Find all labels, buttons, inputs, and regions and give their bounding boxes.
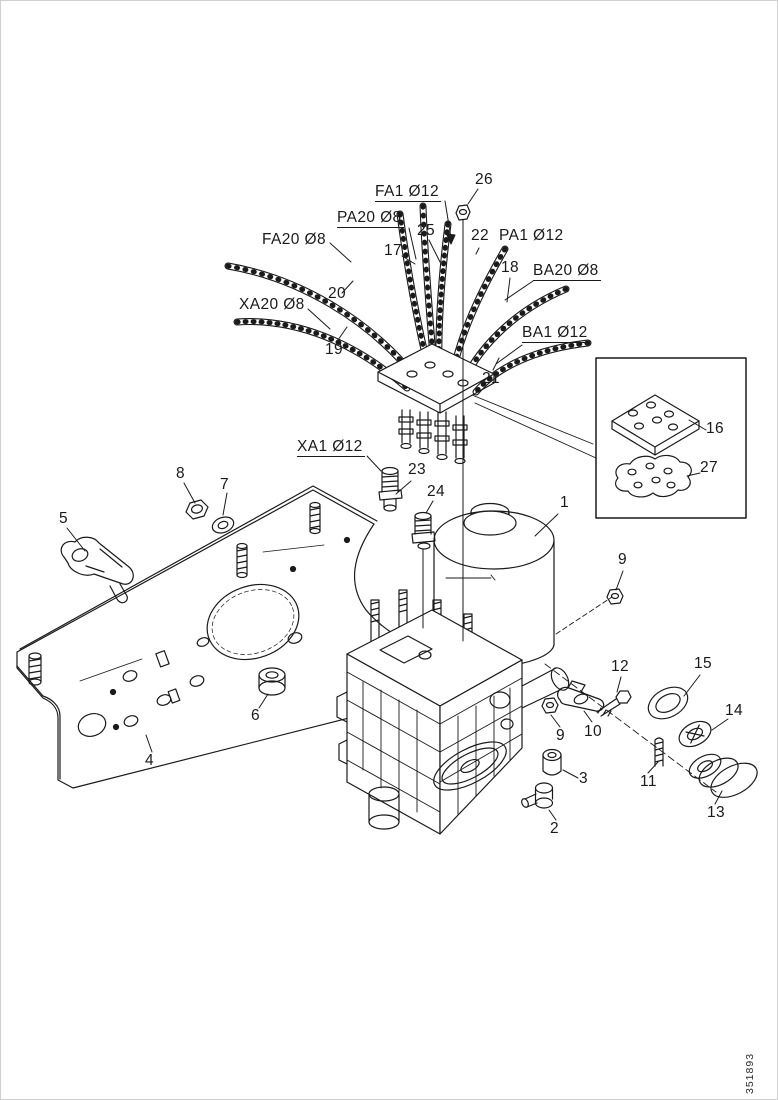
grommet-part-6 [259, 668, 285, 695]
part-number-16: 16 [706, 420, 725, 437]
manifold-fittings [399, 410, 467, 464]
bracket-stud [29, 503, 320, 686]
part-number-17: 17 [384, 242, 403, 259]
nut-9-upper [607, 589, 623, 604]
part-number-24: 24 [427, 483, 446, 500]
silencer-parts [520, 589, 762, 810]
part-number-11: 11 [640, 773, 657, 790]
clamp-part-5 [61, 537, 133, 602]
port-label-pa20: PA20 Ø8 [337, 209, 404, 228]
part-number-20: 20 [328, 285, 347, 302]
part-number-14: 14 [725, 702, 744, 719]
part-number-9-lower: 9 [556, 727, 566, 744]
manifold-plate [378, 344, 494, 413]
port-label-fa1: FA1 Ø12 [375, 183, 441, 202]
part-number-7: 7 [220, 476, 230, 493]
fitting-24 [412, 513, 435, 550]
part-number-21: 21 [482, 370, 501, 387]
nut-9-lower [542, 698, 558, 713]
part-number-19: 19 [325, 341, 344, 358]
hose-ba1 [476, 343, 588, 392]
flange-10 [558, 681, 604, 711]
elbow-2 [520, 783, 552, 808]
bolt-12 [597, 691, 631, 716]
purge-flange [427, 732, 514, 800]
part-number-22: 22 [471, 227, 490, 244]
port-label-xa1: XA1 Ø12 [297, 438, 365, 457]
part-number-12: 12 [611, 658, 630, 675]
part-number-15: 15 [694, 655, 713, 672]
valve-body [337, 590, 572, 834]
port-label-pa1: PA1 Ø12 [499, 227, 564, 244]
nut-part-8 [186, 500, 208, 519]
nut-26 [456, 205, 470, 220]
part-number-2: 2 [550, 820, 560, 837]
boot-13 [685, 737, 762, 810]
part-number-6: 6 [251, 707, 261, 724]
sheet-number: 351893 [744, 1052, 756, 1094]
part-number-3: 3 [579, 770, 589, 787]
plug-3 [543, 750, 561, 776]
port-label-ba1: BA1 Ø12 [522, 324, 590, 343]
port-label-fa20: FA20 Ø8 [262, 231, 326, 248]
air-dryer-cartridge [434, 504, 554, 667]
hose-fa20 [228, 266, 416, 378]
port-label-ba20: BA20 Ø8 [533, 262, 601, 281]
part-number-9-upper: 9 [618, 551, 628, 568]
part-number-23: 23 [408, 461, 427, 478]
part-number-27: 27 [700, 459, 719, 476]
part-number-18: 18 [501, 259, 520, 276]
hose-fa1 [439, 224, 448, 368]
seat-14 [675, 716, 715, 751]
part-number-1: 1 [560, 494, 570, 511]
part-number-8: 8 [176, 465, 186, 482]
washer-part-7 [210, 514, 236, 536]
cup-15 [643, 681, 693, 725]
gasket-27 [616, 455, 692, 496]
part-number-5: 5 [59, 510, 69, 527]
part-number-4: 4 [145, 752, 155, 769]
stud-11 [655, 738, 663, 766]
leader-lines [67, 189, 728, 820]
inset-box [472, 358, 746, 518]
port-label-xa20: XA20 Ø8 [239, 296, 305, 313]
part-number-13: 13 [707, 804, 726, 821]
part-number-25: 25 [417, 222, 436, 239]
hose-xa20 [237, 322, 407, 388]
part-number-26: 26 [475, 171, 494, 188]
part-number-10: 10 [584, 723, 603, 740]
fitting-23 [379, 468, 402, 512]
